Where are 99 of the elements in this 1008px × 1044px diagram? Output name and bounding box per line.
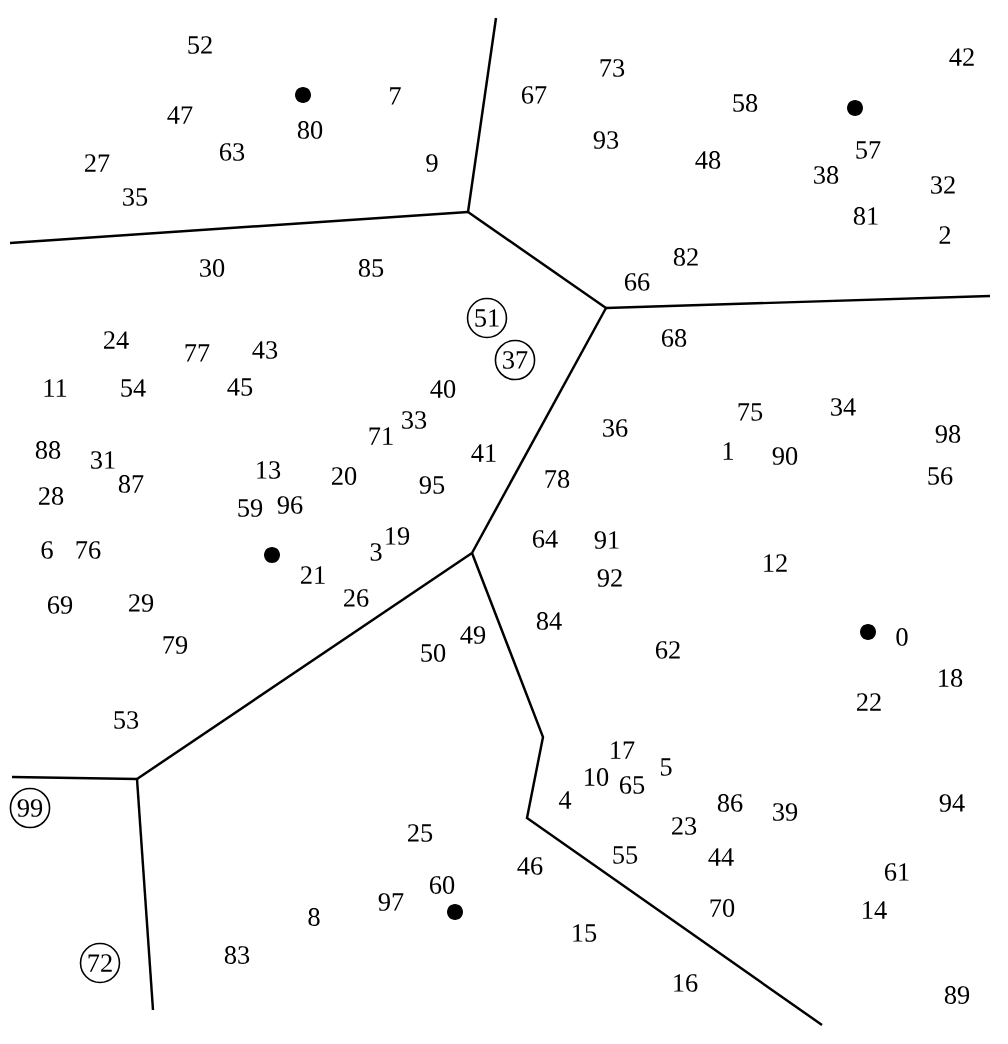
region-number: 53 — [114, 711, 139, 729]
region-number: 49 — [460, 626, 486, 644]
region-number: 19 — [386, 527, 410, 545]
region-number: 85 — [358, 259, 384, 277]
region-number: 87 — [118, 475, 144, 493]
region-number: 79 — [163, 636, 188, 654]
region-number: 59 — [238, 499, 263, 517]
region-number: 27 — [85, 154, 110, 172]
region-number: 8 — [308, 908, 320, 926]
region-number: 15 — [573, 924, 597, 942]
region-number: 30 — [200, 259, 225, 277]
region-number: 92 — [597, 569, 622, 587]
region-number: 24 — [104, 331, 129, 349]
region-number: 39 — [773, 803, 798, 821]
region-number: 5 — [660, 758, 672, 776]
region-number: 31 — [91, 451, 115, 469]
region-number: 69 — [47, 596, 73, 614]
region-number: 13 — [257, 461, 281, 479]
region-number: 35 — [123, 188, 148, 206]
region-number: 57 — [856, 141, 881, 159]
region-number: 22 — [857, 693, 881, 711]
region-number: 98 — [935, 425, 961, 443]
region-number: 4 — [558, 791, 572, 809]
region-number: 55 — [613, 846, 638, 864]
region-number: 11 — [44, 379, 67, 397]
region-number: 0 — [896, 628, 908, 646]
region-number: 29 — [129, 594, 154, 612]
region-number: 64 — [532, 530, 558, 548]
region-number: 97 — [378, 893, 404, 911]
region-number: 66 — [624, 273, 650, 291]
region-number: 23 — [672, 817, 697, 835]
region-number: 68 — [661, 329, 687, 347]
region-number: 18 — [939, 669, 963, 687]
region-number: 34 — [831, 398, 856, 416]
region-number: 54 — [121, 379, 146, 397]
region-number: 84 — [536, 612, 562, 630]
region-number: 80 — [297, 121, 323, 139]
region-number: 76 — [76, 541, 101, 559]
region-number: 12 — [764, 554, 787, 572]
region-number: 58 — [733, 94, 758, 112]
region-number: 7 — [390, 87, 401, 105]
region-number: 73 — [600, 59, 625, 77]
region-number: 26 — [344, 589, 369, 607]
region-number: 82 — [673, 248, 698, 266]
region-number: 60 — [429, 876, 455, 894]
region-number: 56 — [928, 467, 953, 485]
region-number: 45 — [227, 378, 253, 396]
circled-number: 51 — [466, 297, 508, 339]
region-number: 89 — [944, 986, 970, 1004]
region-number: 17 — [611, 741, 635, 759]
region-number: 9 — [426, 154, 438, 172]
region-number: 42 — [949, 48, 974, 66]
region-number: 32 — [931, 176, 955, 194]
circled-number: 72 — [79, 942, 121, 984]
region-number: 90 — [772, 447, 798, 465]
region-number: 61 — [884, 863, 909, 881]
region-number: 33 — [402, 411, 427, 429]
region-number: 77 — [185, 344, 210, 362]
region-number: 43 — [252, 341, 278, 359]
region-number: 75 — [738, 403, 763, 421]
region-number: 46 — [517, 857, 543, 875]
region-number: 36 — [603, 419, 628, 437]
region-number: 94 — [939, 794, 965, 812]
region-number: 62 — [655, 641, 680, 659]
circled-number: 99 — [9, 787, 51, 829]
region-number: 93 — [593, 131, 619, 149]
region-number: 40 — [430, 380, 456, 398]
region-number: 96 — [277, 496, 303, 514]
region-number: 14 — [863, 901, 887, 919]
region-number: 38 — [814, 166, 839, 184]
region-number: 52 — [188, 36, 212, 54]
region-number: 70 — [710, 899, 735, 917]
region-number: 48 — [695, 151, 721, 169]
region-number: 47 — [167, 106, 193, 124]
region-number: 16 — [674, 974, 698, 992]
region-number: 10 — [585, 768, 609, 786]
region-number: 65 — [619, 776, 645, 794]
region-number: 88 — [35, 441, 61, 459]
region-number: 1 — [723, 442, 733, 460]
region-number: 71 — [369, 427, 393, 445]
region-number: 63 — [219, 143, 245, 161]
region-number: 6 — [41, 541, 53, 559]
region-number: 83 — [224, 946, 250, 964]
region-number: 41 — [471, 444, 496, 462]
circled-number: 37 — [494, 339, 536, 381]
region-number: 2 — [939, 226, 951, 244]
region-number: 21 — [301, 566, 325, 584]
region-number: 81 — [853, 207, 878, 225]
region-number: 25 — [408, 824, 433, 842]
region-number: 3 — [370, 543, 382, 561]
region-number: 86 — [717, 794, 743, 812]
region-number: 50 — [421, 644, 446, 662]
region-number: 78 — [545, 470, 570, 488]
region-number: 44 — [708, 848, 734, 866]
region-number: 95 — [419, 476, 445, 494]
region-number: 67 — [521, 86, 547, 104]
region-number: 20 — [332, 467, 357, 485]
region-number: 91 — [594, 531, 619, 549]
region-number: 28 — [39, 487, 64, 505]
